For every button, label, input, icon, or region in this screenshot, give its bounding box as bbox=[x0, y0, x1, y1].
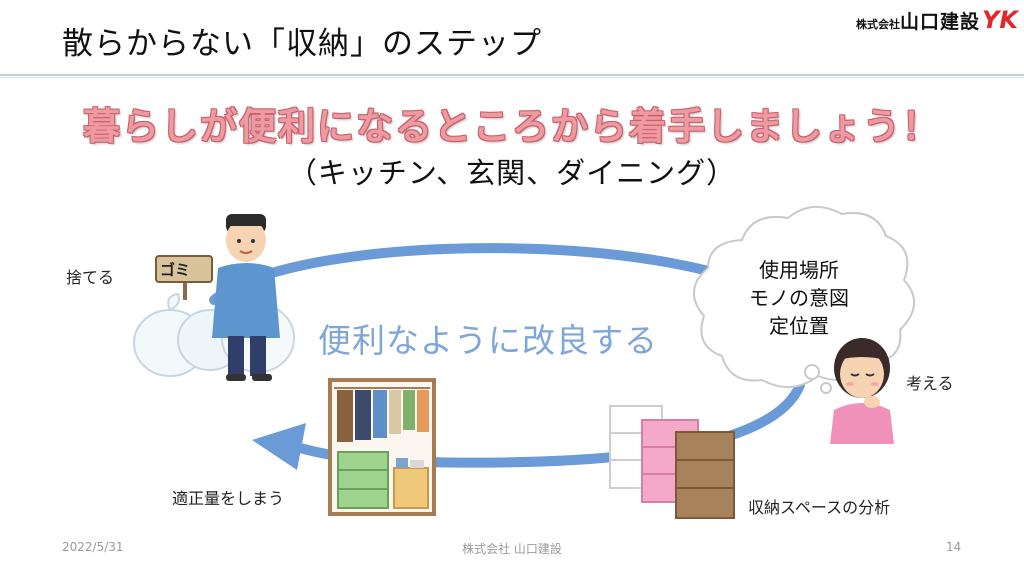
bubble-line: 定位置 bbox=[769, 314, 829, 338]
logo-mark: YK bbox=[982, 6, 1018, 34]
company-logo: 株式会社 山口建設 YK bbox=[856, 6, 1018, 34]
wardrobe-illustration bbox=[328, 378, 436, 516]
cycle-label: 便利なように改良する bbox=[318, 321, 658, 360]
woman-illustration bbox=[830, 338, 894, 444]
slide-title: 散らからない「収納」のステップ bbox=[62, 26, 542, 62]
label-discard: 捨てる bbox=[66, 268, 115, 287]
garbage-sign-icon bbox=[155, 255, 213, 300]
bubble-line: モノの意図 bbox=[749, 286, 849, 310]
footer-date: 2022/5/31 bbox=[62, 540, 124, 554]
arrow-head-icon bbox=[252, 423, 306, 470]
logo-name: 山口建設 bbox=[900, 11, 981, 33]
logo-prefix: 株式会社 bbox=[856, 18, 900, 31]
shelves-illustration bbox=[609, 405, 735, 519]
bubble-line: 使用場所 bbox=[759, 258, 839, 282]
thought-bubble-text: 使用場所 モノの意図 定位置 bbox=[724, 256, 874, 340]
headline: 暮らしが便利になるところから着手しましょう！ bbox=[83, 105, 941, 148]
label-think: 考える bbox=[906, 374, 954, 393]
title-divider bbox=[0, 74, 1024, 76]
man-illustration bbox=[212, 214, 280, 381]
garbage-sign-text: ゴミ bbox=[160, 261, 191, 279]
label-analyze: 収納スペースの分析 bbox=[748, 498, 891, 517]
page-number: 14 bbox=[946, 540, 962, 554]
subtitle: （キッチン、玄関、ダイニング） bbox=[287, 156, 737, 190]
footer-company: 株式会社 山口建設 bbox=[462, 542, 562, 556]
label-store: 適正量をしまう bbox=[172, 489, 285, 508]
title-divider-light bbox=[0, 77, 1024, 78]
